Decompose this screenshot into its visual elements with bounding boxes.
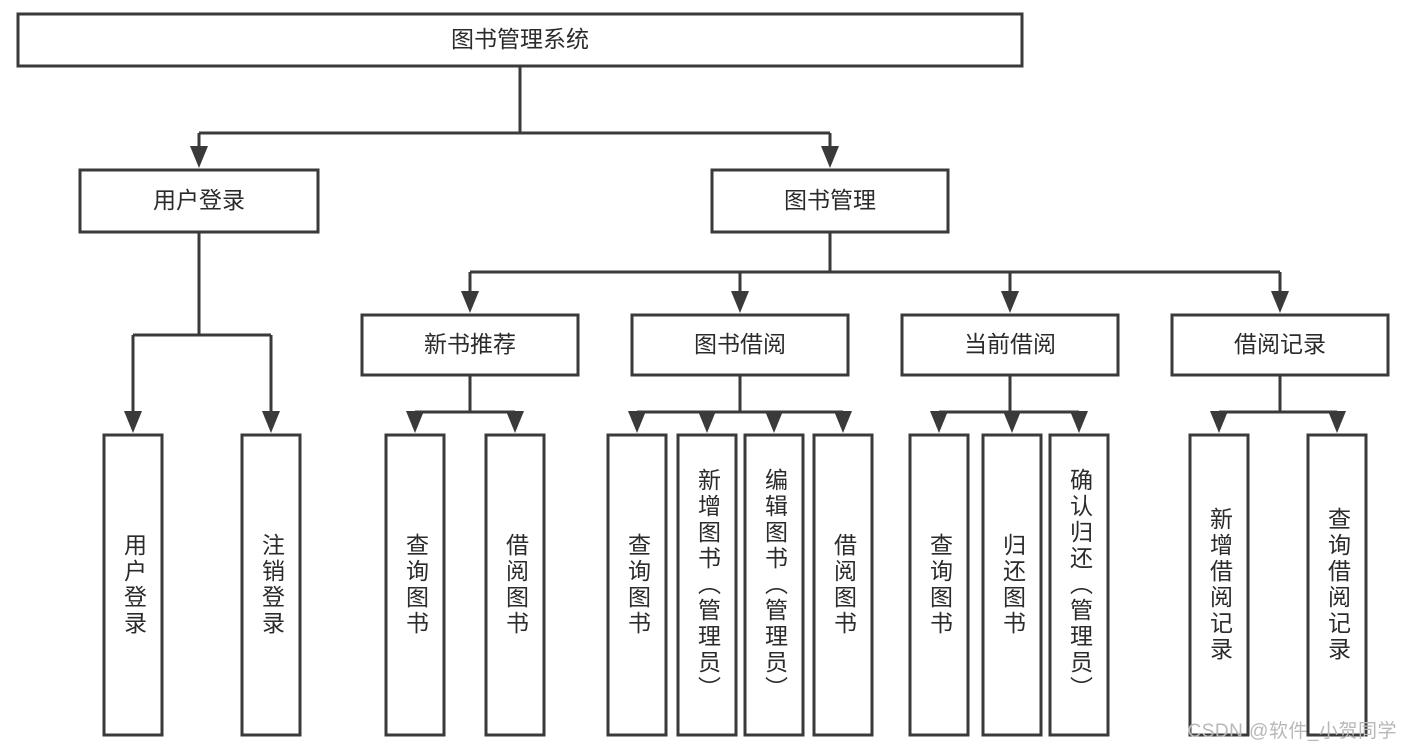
node-label-book-manage: 图书管理 [784,187,876,213]
node-box-new-book-recommend[interactable] [360,313,580,377]
node-box-book-manage[interactable] [710,168,950,234]
node-label-new-book-recommend: 新书推荐 [424,331,516,357]
node-box-leaf-query-book-rec[interactable] [384,433,446,737]
arrow-head-icon [1001,291,1019,313]
arrow-head-icon [461,291,479,313]
node-label-book-borrow: 图书借阅 [694,331,786,357]
node-box-leaf-add-borrow-record[interactable] [1188,433,1250,737]
arrow-head-icon [124,411,142,433]
arrow-head-icon [1003,411,1021,433]
node-box-leaf-query-borrow-record[interactable] [1306,433,1368,737]
watermark-text: CSDN @软件_小贺同学 [1187,721,1397,742]
arrow-head-icon [1210,411,1228,433]
node-box-leaf-confirm-return-admin[interactable] [1048,433,1110,737]
node-box-leaf-return-book[interactable] [981,433,1043,737]
node-box-leaf-add-book-admin[interactable] [676,433,738,737]
arrow-head-icon [190,146,208,168]
arrow-head-icon [506,411,524,433]
node-box-borrow-record[interactable] [1170,313,1390,377]
arrow-head-icon [628,411,646,433]
node-label-borrow-record: 借阅记录 [1234,331,1326,357]
node-box-current-borrow[interactable] [900,313,1120,377]
connectors-layer [124,66,1346,433]
node-box-leaf-borrow-book-rec[interactable] [484,433,546,737]
node-label-user-login: 用户登录 [153,187,245,213]
node-label-root: 图书管理系统 [451,26,589,52]
arrow-head-icon [406,411,424,433]
node-box-leaf-query-book-cur[interactable] [908,433,970,737]
arrow-head-icon [698,411,716,433]
arrow-head-icon [821,146,839,168]
arrow-head-icon [1328,411,1346,433]
arrow-head-icon [1070,411,1088,433]
boxes-layer [16,12,1390,737]
arrow-head-icon [1271,291,1289,313]
arrow-head-icon [930,411,948,433]
node-box-book-borrow[interactable] [630,313,850,377]
node-box-leaf-user-logout[interactable] [240,433,302,737]
node-label-current-borrow: 当前借阅 [964,331,1056,357]
node-box-leaf-borrow-book[interactable] [812,433,874,737]
node-box-leaf-query-book-borrow[interactable] [606,433,668,737]
node-box-root[interactable] [16,12,1024,68]
node-box-user-login[interactable] [78,168,320,234]
arrow-head-icon [834,411,852,433]
arrow-head-icon [262,411,280,433]
node-box-leaf-user-login[interactable] [102,433,164,737]
arrow-head-icon [765,411,783,433]
arrow-head-icon [731,291,749,313]
node-box-leaf-edit-book-admin[interactable] [743,433,805,737]
